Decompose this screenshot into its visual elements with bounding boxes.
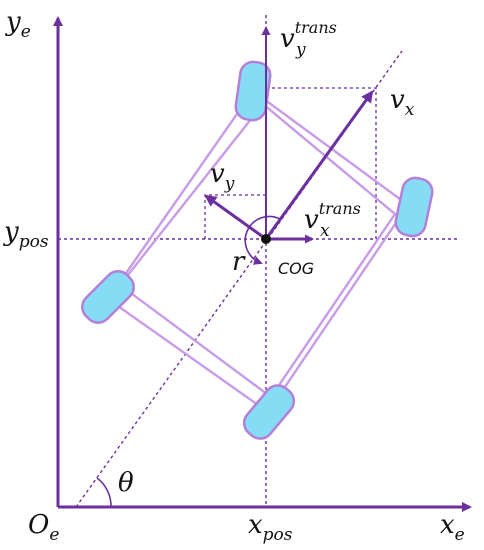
label-ye: ye: [5, 7, 31, 42]
label-origin: Oe: [28, 510, 59, 545]
cog-point: [261, 234, 271, 244]
vy-vector-arrow: [204, 194, 267, 241]
label-r: r: [232, 247, 246, 277]
wheel-rear-left: [81, 270, 135, 324]
wheel-rear-right: [242, 384, 296, 440]
label-xpos: xpos: [248, 510, 293, 545]
label-xe: xe: [440, 510, 465, 545]
yaw-rate-arc: [244, 215, 281, 265]
label-vx: vx: [390, 85, 415, 120]
wheel-front-left: [234, 60, 272, 122]
wheel-front-right: [394, 176, 434, 238]
vx-vector-arrow: [264, 90, 374, 240]
chassis-frame-inner: [118, 102, 397, 399]
theta-angle-arc: [96, 477, 112, 508]
label-ypos: ypos: [3, 217, 49, 252]
vx-projection-box: [266, 87, 377, 239]
label-vy: vy: [210, 159, 235, 194]
label-cog: COG: [278, 259, 314, 278]
label-theta: θ: [118, 468, 134, 498]
